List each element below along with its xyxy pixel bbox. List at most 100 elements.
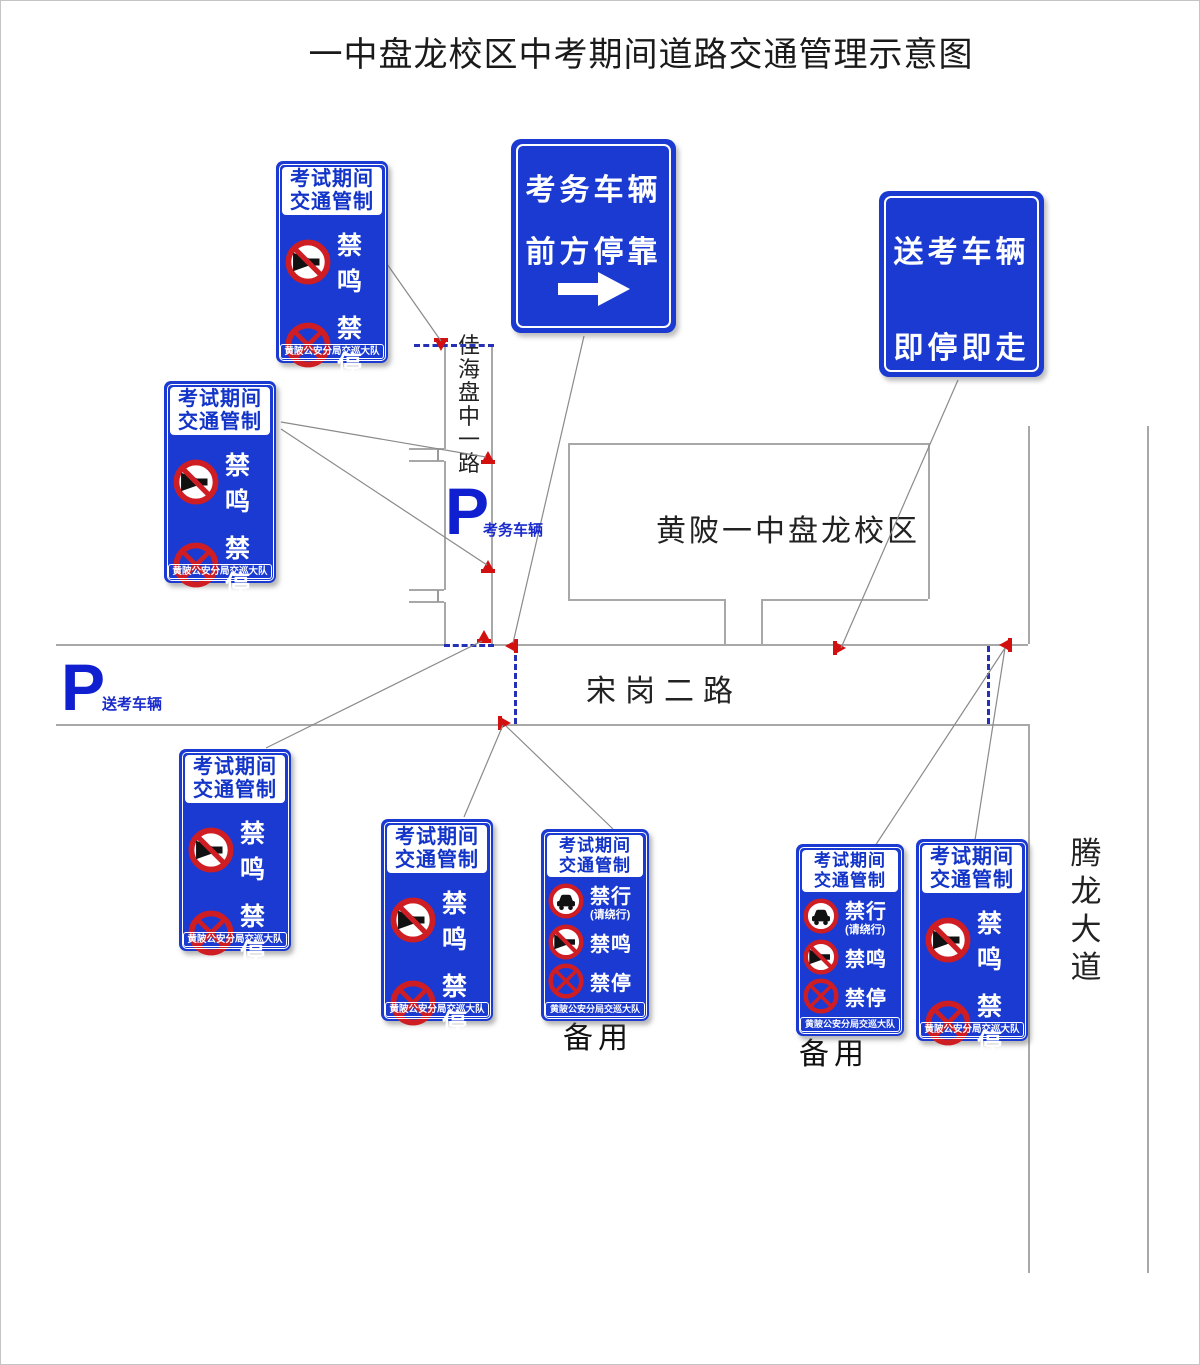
no-horn-icon (188, 827, 234, 873)
sign-header: 考试期间 交通管制 (185, 755, 285, 803)
no-stopping-icon (548, 963, 584, 999)
school-wall-bottom-west (568, 599, 724, 601)
leader-line (280, 428, 488, 566)
leader-line (974, 647, 1006, 841)
leader-line (505, 725, 614, 830)
road-label-tenglong: 腾龙大道 (1070, 836, 1102, 985)
school-gate-right-leg (761, 599, 763, 644)
cone-marker (832, 639, 846, 657)
notice-line2: 即停即走 (893, 332, 1030, 365)
leader-line (512, 335, 585, 644)
no-horn-icon (803, 939, 839, 975)
no-stopping-icon (285, 322, 331, 368)
leader-line (265, 640, 483, 749)
road-tenglong-right-edge (1147, 426, 1149, 1273)
no-stopping-icon (803, 978, 839, 1014)
cone-marker (999, 636, 1013, 654)
no-stopping-icon (173, 542, 219, 588)
road-jiahai-left-edge (444, 346, 446, 449)
control-sign-no-horn-no-stop: 考试期间 交通管制 禁鸣 禁停 黄陂公安分局交巡大队 (276, 161, 388, 379)
no-cars-icon (803, 897, 839, 934)
control-sign-no-horn-no-stop: 考试期间 交通管制 禁鸣 禁停 黄陂公安分局交巡大队 (179, 749, 291, 967)
cone-marker (505, 637, 519, 655)
right-arrow-icon (557, 272, 630, 311)
cone-marker (497, 714, 511, 732)
notice-line1: 送考车辆 (893, 236, 1030, 269)
cone-marker (479, 451, 497, 465)
sign-footer: 黄陂公安分局交巡大队 (920, 1022, 1024, 1037)
parking-label-staff: 考务车辆 (483, 522, 544, 539)
notice-sign-staff-vehicles: 考务车辆 前方停靠 (511, 139, 676, 333)
side-entrance-dash (437, 449, 439, 461)
control-sign-no-entry-no-horn-no-stop: 考试期间 交通管制 禁行 (请绕行) 禁鸣 禁停 黄陂公安分局交巡大队 (541, 829, 649, 1021)
sign-footer: 黄陂公安分局交巡大队 (168, 564, 272, 579)
sign-header: 考试期间 交通管制 (922, 845, 1022, 893)
closure-barrier-dashed (444, 644, 494, 647)
road-songgang-bottom-edge (56, 724, 1028, 726)
sign-footer: 黄陂公安分局交巡大队 (545, 1002, 645, 1017)
no-stopping-icon (925, 1000, 971, 1046)
school-wall-top (568, 443, 928, 445)
sign-footer: 黄陂公安分局交巡大队 (800, 1017, 900, 1032)
no-horn-icon (173, 459, 219, 505)
school-wall-bottom-east (761, 599, 928, 601)
closure-barrier-dashed (514, 646, 517, 724)
road-jiahai-left-edge (444, 461, 446, 590)
road-jiahai-right-edge (491, 346, 493, 644)
sign-header: 考试期间 交通管制 (547, 835, 643, 877)
road-label-songgang: 宋岗二路 (586, 675, 742, 708)
sign-header: 考试期间 交通管制 (170, 387, 270, 435)
school-wall-right (928, 443, 930, 599)
backup-label: 备用 (799, 1038, 869, 1071)
no-stopping-icon (390, 980, 436, 1026)
backup-label: 备用 (563, 1022, 633, 1055)
leader-line (280, 421, 487, 458)
leader-line (874, 647, 1006, 847)
notice-sign-escort-vehicles: 送考车辆 即停即走 (879, 191, 1044, 377)
school-gate-left-leg (724, 599, 726, 644)
cone-marker (479, 560, 497, 574)
sign-footer: 黄陂公安分局交巡大队 (183, 932, 287, 947)
side-entrance-line (409, 448, 444, 450)
road-songgang-top-edge-west (56, 644, 444, 646)
leader-line (840, 379, 959, 649)
sign-footer: 黄陂公安分局交巡大队 (385, 1002, 489, 1017)
side-entrance-line (409, 589, 444, 591)
side-entrance-dash (437, 590, 439, 602)
school-label: 黄陂一中盘龙校区 (656, 515, 920, 548)
control-sign-no-horn-no-stop: 考试期间 交通管制 禁鸣 禁停 黄陂公安分局交巡大队 (164, 381, 276, 599)
leader-line (386, 263, 442, 342)
road-label-jiahai: 佳海盘中一路 (457, 333, 480, 476)
cone-marker (432, 337, 450, 351)
parking-p-staff: P (445, 474, 490, 548)
no-horn-icon (285, 239, 331, 285)
side-entrance-line (409, 601, 444, 603)
no-horn-icon (548, 924, 584, 960)
no-cars-icon (548, 882, 584, 919)
notice-line2: 前方停靠 (525, 236, 662, 269)
sign-header: 考试期间 交通管制 (282, 167, 382, 215)
no-horn-icon (390, 897, 436, 943)
closure-barrier-dashed (414, 344, 494, 347)
road-songgang-top-edge-east (491, 644, 1028, 646)
parking-label-escort: 送考车辆 (102, 696, 163, 713)
road-tenglong-left-edge-south (1028, 724, 1030, 1273)
closure-barrier-dashed (987, 646, 990, 724)
control-sign-no-horn-no-stop: 考试期间 交通管制 禁鸣 禁停 黄陂公安分局交巡大队 (381, 819, 493, 1037)
side-entrance-line (409, 460, 444, 462)
sign-header: 考试期间 交通管制 (802, 850, 898, 892)
no-horn-icon (925, 917, 971, 963)
no-stopping-icon (188, 910, 234, 956)
leader-line (463, 724, 504, 818)
cone-marker (475, 630, 493, 644)
sign-header: 考试期间 交通管制 (387, 825, 487, 873)
school-wall-left (568, 443, 570, 599)
road-jiahai-left-edge (444, 602, 446, 644)
notice-line1: 考务车辆 (525, 174, 662, 207)
parking-p-escort: P (61, 650, 106, 724)
control-sign-no-horn-no-stop: 考试期间 交通管制 禁鸣 禁停 黄陂公安分局交巡大队 (916, 839, 1028, 1057)
sign-footer: 黄陂公安分局交巡大队 (280, 344, 384, 359)
control-sign-no-entry-no-horn-no-stop: 考试期间 交通管制 禁行 (请绕行) 禁鸣 禁停 黄陂公安分局交巡大队 (796, 844, 904, 1036)
